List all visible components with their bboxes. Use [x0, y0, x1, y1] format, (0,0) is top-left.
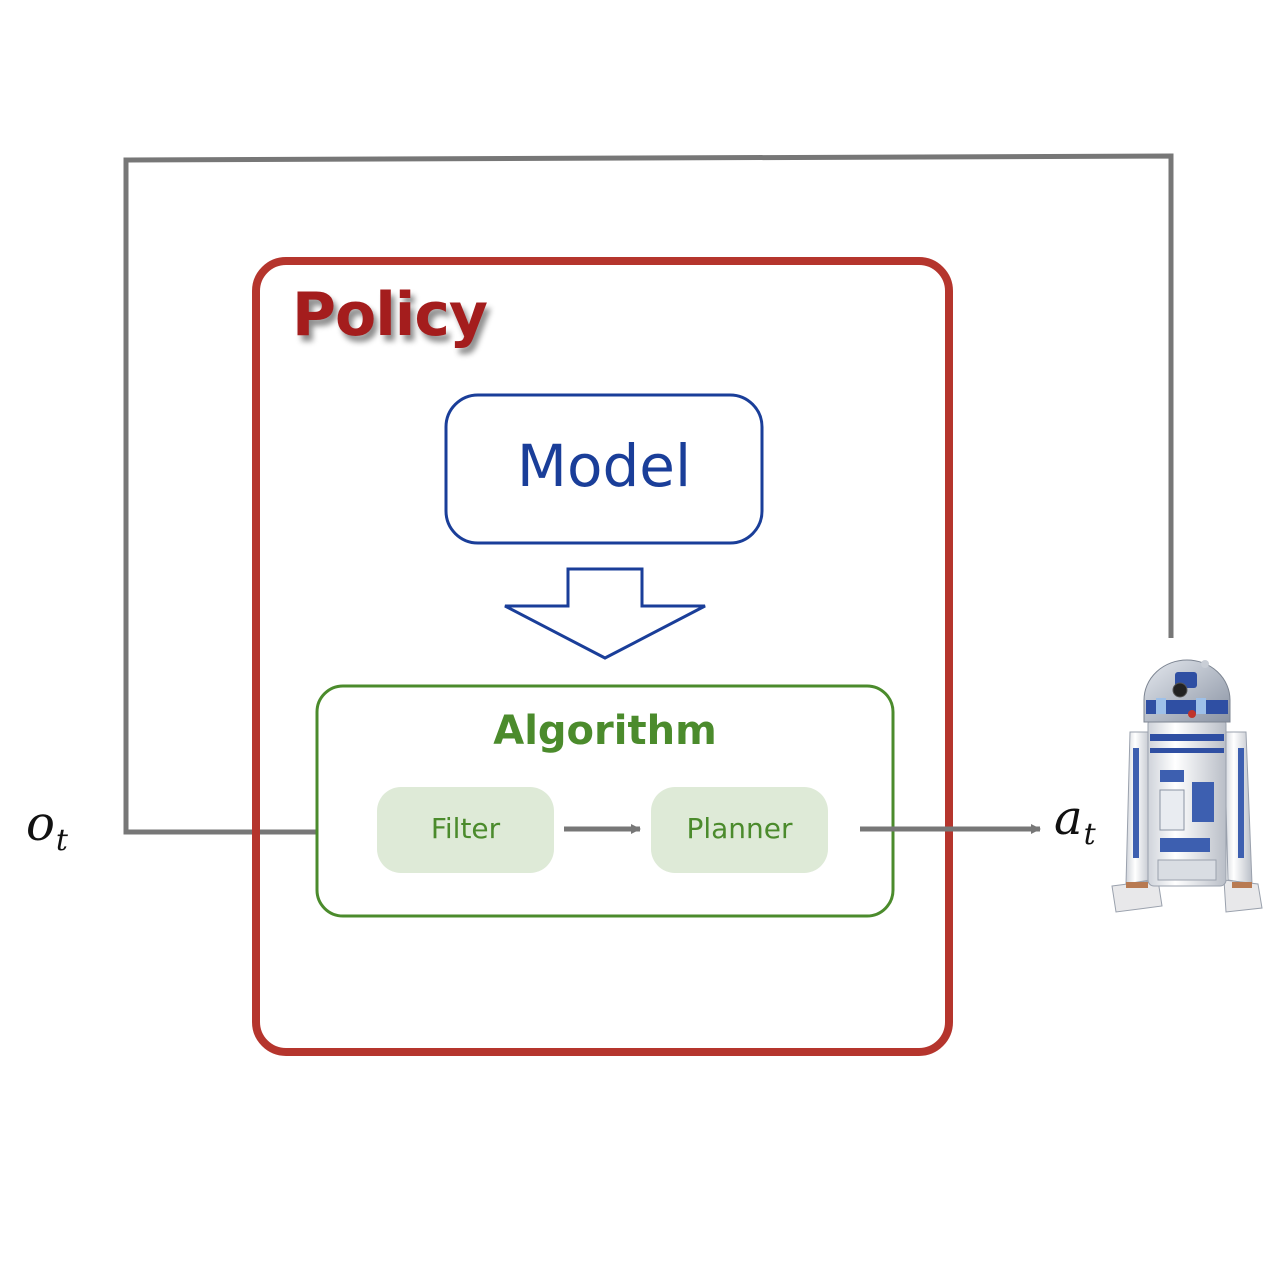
- model-label: Model: [516, 432, 692, 500]
- observation-label: ot: [26, 796, 68, 858]
- filter-box: [377, 787, 554, 873]
- observation-subscript: t: [55, 823, 68, 858]
- action-subscript: t: [1083, 817, 1096, 852]
- down-arrow-icon: [504, 567, 706, 660]
- planner-label: Planner: [686, 812, 793, 845]
- action-symbol: a: [1054, 790, 1083, 846]
- feedback-connector: [123, 153, 1174, 835]
- observation-symbol: o: [26, 796, 55, 852]
- policy-box: [252, 257, 953, 1056]
- model-box: [444, 393, 764, 545]
- planner-box: [651, 787, 828, 873]
- filter-label: Filter: [430, 812, 501, 845]
- algorithm-title: Algorithm: [493, 708, 717, 754]
- r2d2-robot-icon: [1111, 659, 1263, 913]
- action-label: at: [1054, 790, 1096, 852]
- policy-title: Policy: [292, 280, 488, 350]
